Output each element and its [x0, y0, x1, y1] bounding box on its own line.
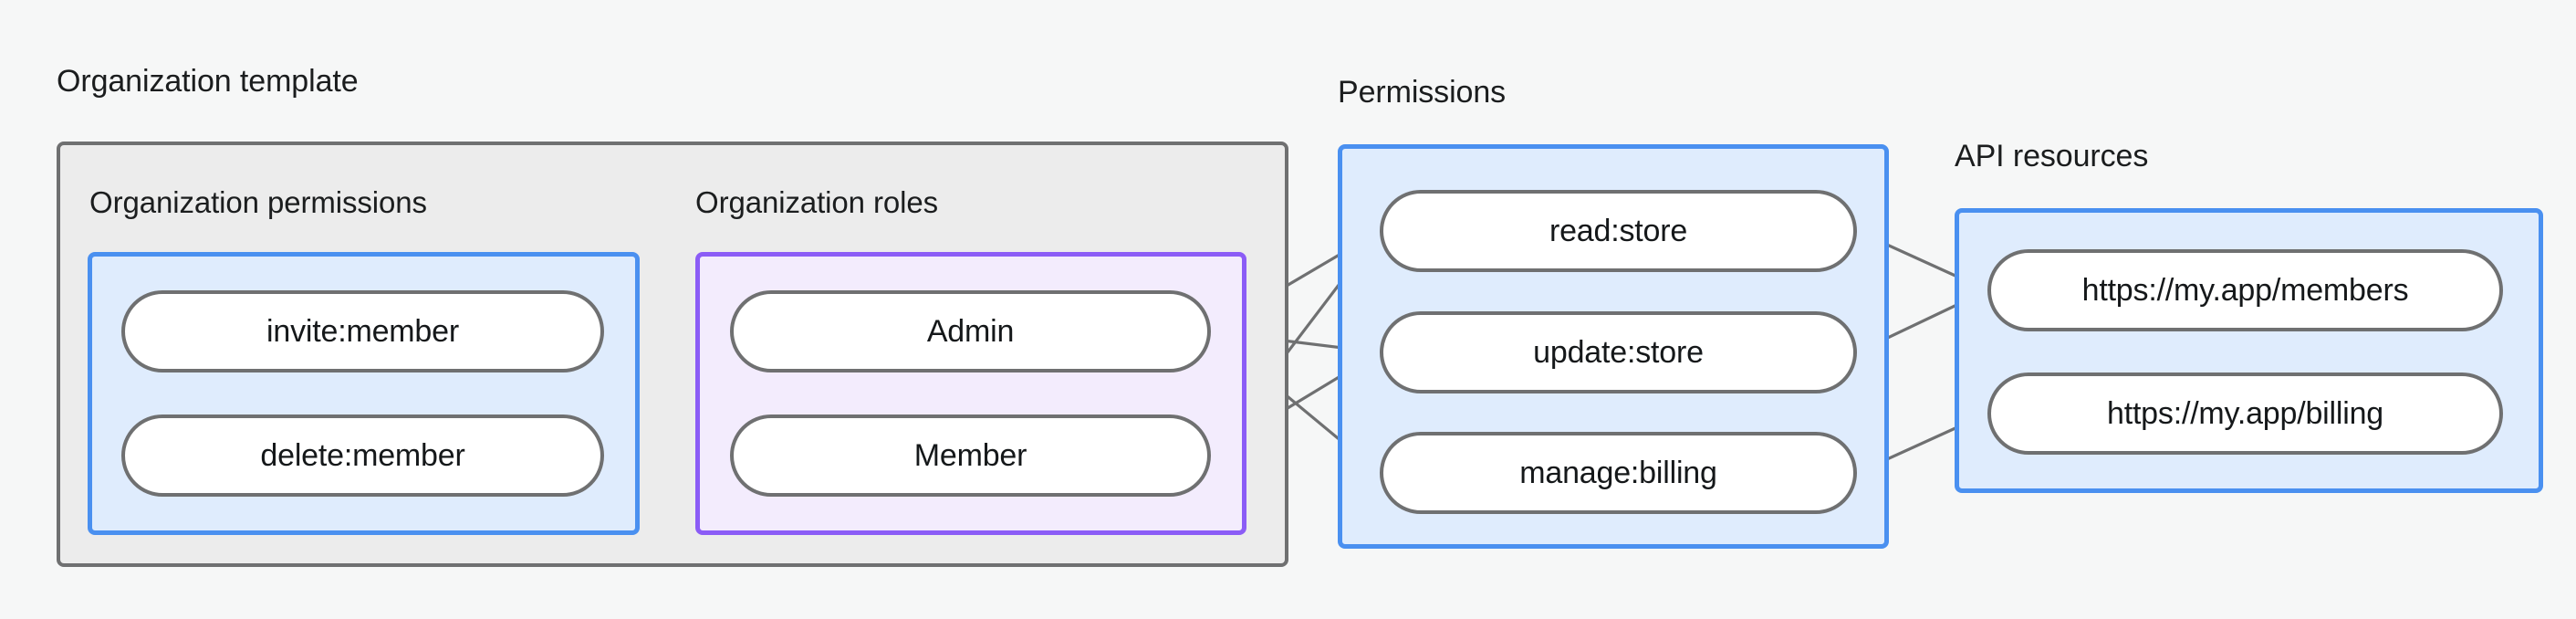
organization-template-caption: Organization template	[57, 64, 359, 99]
node-billing-url[interactable]: https://my.app/billing	[1987, 372, 2503, 455]
organization-roles-caption: Organization roles	[695, 185, 939, 219]
node-manage-billing[interactable]: manage:billing	[1380, 432, 1857, 514]
api-resources-caption: API resources	[1955, 139, 2149, 173]
node-read-store[interactable]: read:store	[1380, 190, 1857, 272]
node-update-store[interactable]: update:store	[1380, 311, 1857, 393]
node-invite-member[interactable]: invite:member	[121, 290, 604, 372]
node-member[interactable]: Member	[730, 414, 1211, 497]
node-delete-member[interactable]: delete:member	[121, 414, 604, 497]
node-members-url[interactable]: https://my.app/members	[1987, 249, 2503, 331]
organization-permissions-caption: Organization permissions	[89, 185, 427, 219]
node-admin[interactable]: Admin	[730, 290, 1211, 372]
permissions-caption: Permissions	[1338, 75, 1507, 110]
